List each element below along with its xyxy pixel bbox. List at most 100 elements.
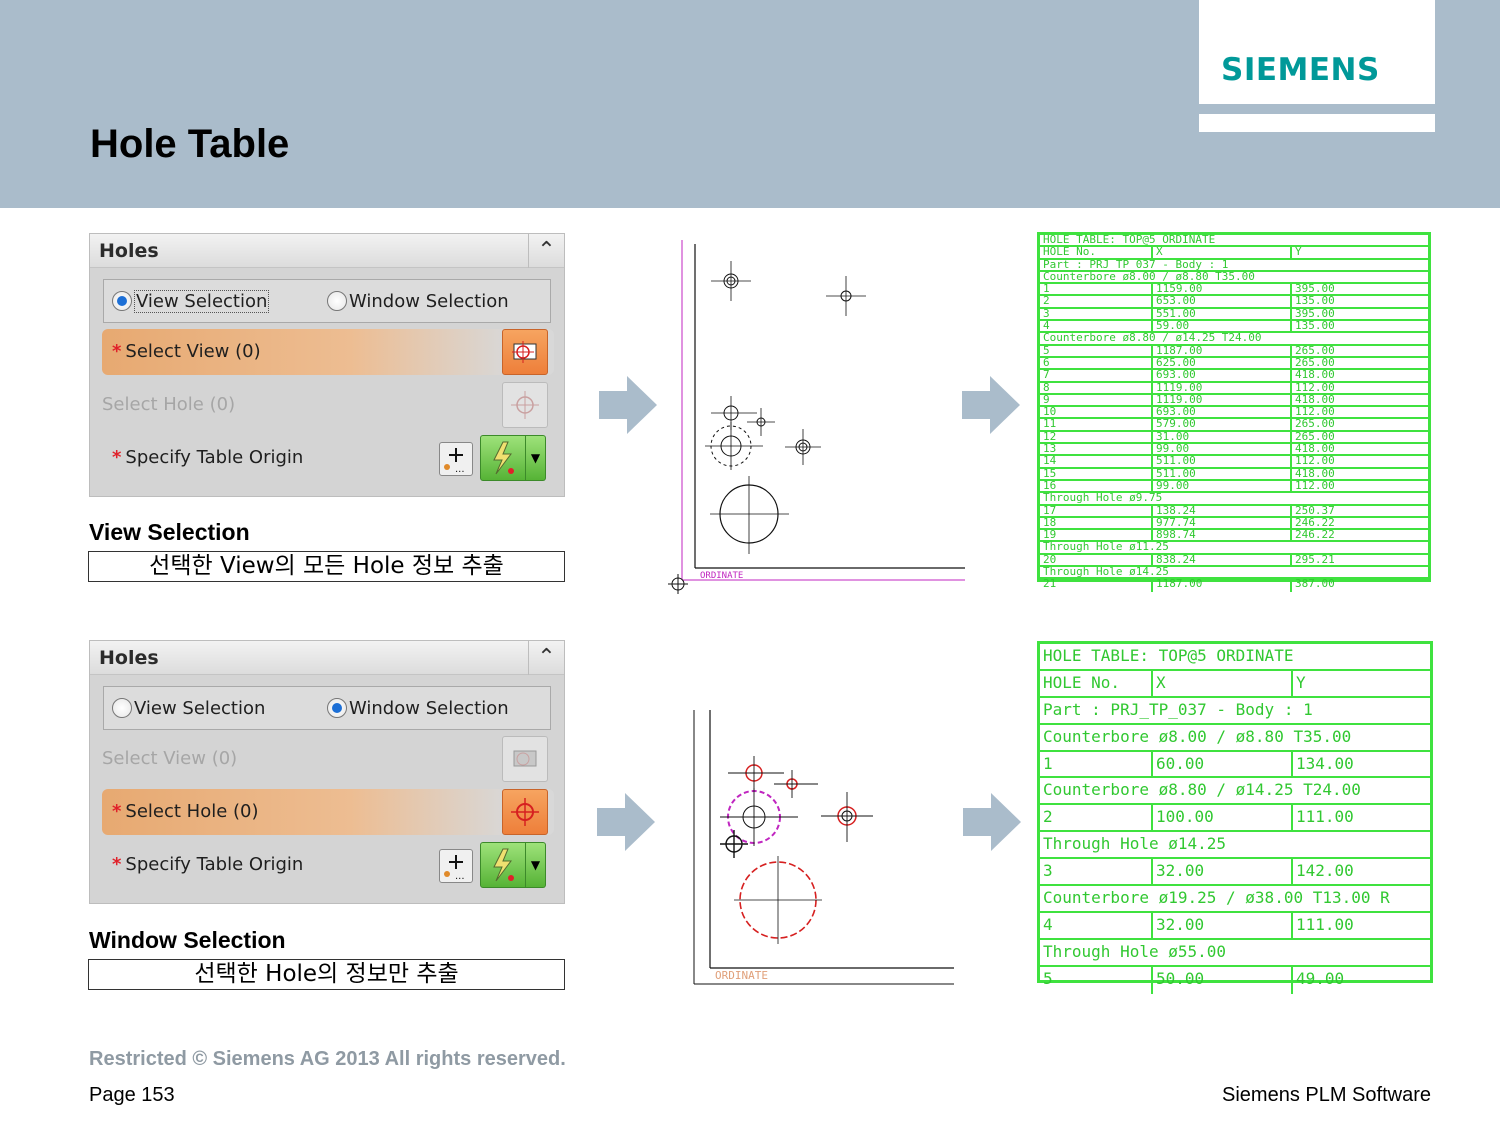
table-cell: 2 xyxy=(1043,807,1053,827)
table-cell: 693.00 xyxy=(1151,370,1196,381)
select-hole-row[interactable]: *Select Hole (0) xyxy=(102,789,554,835)
table-cell: 250.37 xyxy=(1290,505,1335,516)
table-group-row: Counterbore ø8.00 / ø8.80 T35.00 xyxy=(1040,725,1430,752)
table-cell: 579.00 xyxy=(1151,419,1196,430)
table-cell: X xyxy=(1151,670,1166,696)
slide-title: Hole Table xyxy=(90,122,290,166)
select-view-label: *Select View (0) xyxy=(112,341,261,362)
select-hole-row: Select Hole (0) xyxy=(102,382,554,428)
select-view-icon[interactable] xyxy=(502,329,548,375)
hole-mark xyxy=(728,756,784,790)
table-cell: 3 xyxy=(1043,861,1053,881)
dialog-title: Holes xyxy=(99,240,159,262)
crosshair-target-icon xyxy=(502,382,548,428)
table-group-row: Counterbore ø19.25 / ø38.00 T13.00 R xyxy=(1040,886,1430,913)
table-cell: 32.00 xyxy=(1151,912,1204,938)
radio-label: Window Selection xyxy=(349,291,509,312)
table-group-row: Through Hole ø9.75 xyxy=(1040,493,1428,506)
specify-origin-label: *Specify Table Origin xyxy=(112,447,304,468)
table-group-row: Counterbore ø8.00 / ø8.80 T35.00 xyxy=(1040,272,1428,285)
table-group-row: Through Hole ø14.25 xyxy=(1040,567,1428,580)
collapse-chevron-up-icon[interactable]: ⌃ xyxy=(528,234,564,268)
radio-label: Window Selection xyxy=(349,698,509,719)
table-cell: 387.00 xyxy=(1290,579,1335,592)
table-cell: 898.74 xyxy=(1151,530,1196,541)
table-cell: 20 xyxy=(1043,554,1057,566)
point-dialog-icon[interactable] xyxy=(480,435,526,481)
table-cell: 111.00 xyxy=(1291,912,1354,938)
table-cell: 100.00 xyxy=(1151,805,1214,831)
select-hole-label: *Select Hole (0) xyxy=(112,801,259,822)
select-view-icon xyxy=(502,736,548,782)
table-cell: 14 xyxy=(1043,456,1057,468)
drawing-view-selection[interactable]: ORDINATE xyxy=(665,238,967,596)
table-cell: 551.00 xyxy=(1151,308,1196,320)
table-cell: 4 xyxy=(1043,321,1050,333)
radio-view-selection[interactable]: View Selection xyxy=(112,698,265,719)
table-part-row: Part : PRJ_TP_037 - Body : 1 xyxy=(1040,698,1430,725)
table-cell: 19 xyxy=(1043,530,1057,542)
dialog-header: Holes ⌃ xyxy=(90,234,564,268)
table-cell: X xyxy=(1151,247,1163,258)
table-cell: HOLE No. xyxy=(1043,247,1096,259)
hole-mark xyxy=(785,429,821,465)
select-view-row[interactable]: *Select View (0) xyxy=(102,329,554,375)
dialog-header: Holes ⌃ xyxy=(90,641,564,675)
specify-origin-row: *Specify Table Origin ... ▼ xyxy=(102,842,554,888)
table-cell: 625.00 xyxy=(1151,357,1196,369)
select-view-label: Select View (0) xyxy=(102,748,238,769)
table-cell: 5 xyxy=(1043,968,1053,988)
table-cell: 50.00 xyxy=(1151,966,1204,994)
table-cell: 295.21 xyxy=(1290,554,1335,565)
point-dialog-icon[interactable] xyxy=(480,842,526,888)
hole-mark xyxy=(774,770,818,798)
collapse-chevron-up-icon[interactable]: ⌃ xyxy=(528,641,564,675)
table-cell: 2 xyxy=(1043,296,1050,308)
footer-copyright: Restricted © Siemens AG 2013 All rights … xyxy=(89,1048,566,1070)
add-point-icon[interactable]: ... xyxy=(439,442,473,476)
radio-window-selection[interactable]: Window Selection xyxy=(327,291,509,312)
table-group-row: Counterbore ø8.80 / ø14.25 T24.00 xyxy=(1040,778,1430,806)
drawing-window-selection[interactable]: ORDINATE xyxy=(690,706,956,988)
table-cell: 111.00 xyxy=(1291,805,1354,831)
table-cell: 265.00 xyxy=(1290,419,1335,430)
dropdown-arrow-icon[interactable]: ▼ xyxy=(526,842,546,888)
radio-label: View Selection xyxy=(134,290,270,313)
crosshair-target-icon[interactable] xyxy=(502,789,548,835)
table-cell: 31.00 xyxy=(1151,431,1189,442)
radio-window-selection[interactable]: Window Selection xyxy=(327,698,509,719)
table-cell: HOLE No. xyxy=(1043,672,1121,692)
table-cell: 10 xyxy=(1043,407,1057,419)
add-point-icon[interactable]: ... xyxy=(439,849,473,883)
logo-box xyxy=(1199,0,1435,104)
radio-view-selection[interactable]: View Selection xyxy=(112,290,270,313)
hole-mark xyxy=(826,276,866,316)
selection-mode-group: View Selection Window Selection xyxy=(103,686,551,730)
table-group-row: Through Hole ø55.00 xyxy=(1040,940,1430,967)
table-part-row: Part : PRJ_TP_037 - Body : 1 xyxy=(1040,260,1428,272)
radio-on-icon xyxy=(327,698,347,718)
table-cell: 17 xyxy=(1043,505,1057,517)
table-cell: 13 xyxy=(1043,444,1057,456)
table-cell: 1 xyxy=(1043,284,1050,296)
table-title: HOLE TABLE: TOP@5 ORDINATE xyxy=(1040,644,1430,671)
svg-text:...: ... xyxy=(455,464,465,475)
dropdown-arrow-icon[interactable]: ▼ xyxy=(526,435,546,481)
selection-mode-group: View Selection Window Selection xyxy=(103,279,551,323)
origin-crosshair-icon xyxy=(668,574,688,594)
holes-dialog-window-selection: Holes ⌃ View Selection Window Selection … xyxy=(89,640,565,904)
table-cell: 395.00 xyxy=(1290,284,1335,295)
specify-origin-row: *Specify Table Origin ... ▼ xyxy=(102,435,554,481)
